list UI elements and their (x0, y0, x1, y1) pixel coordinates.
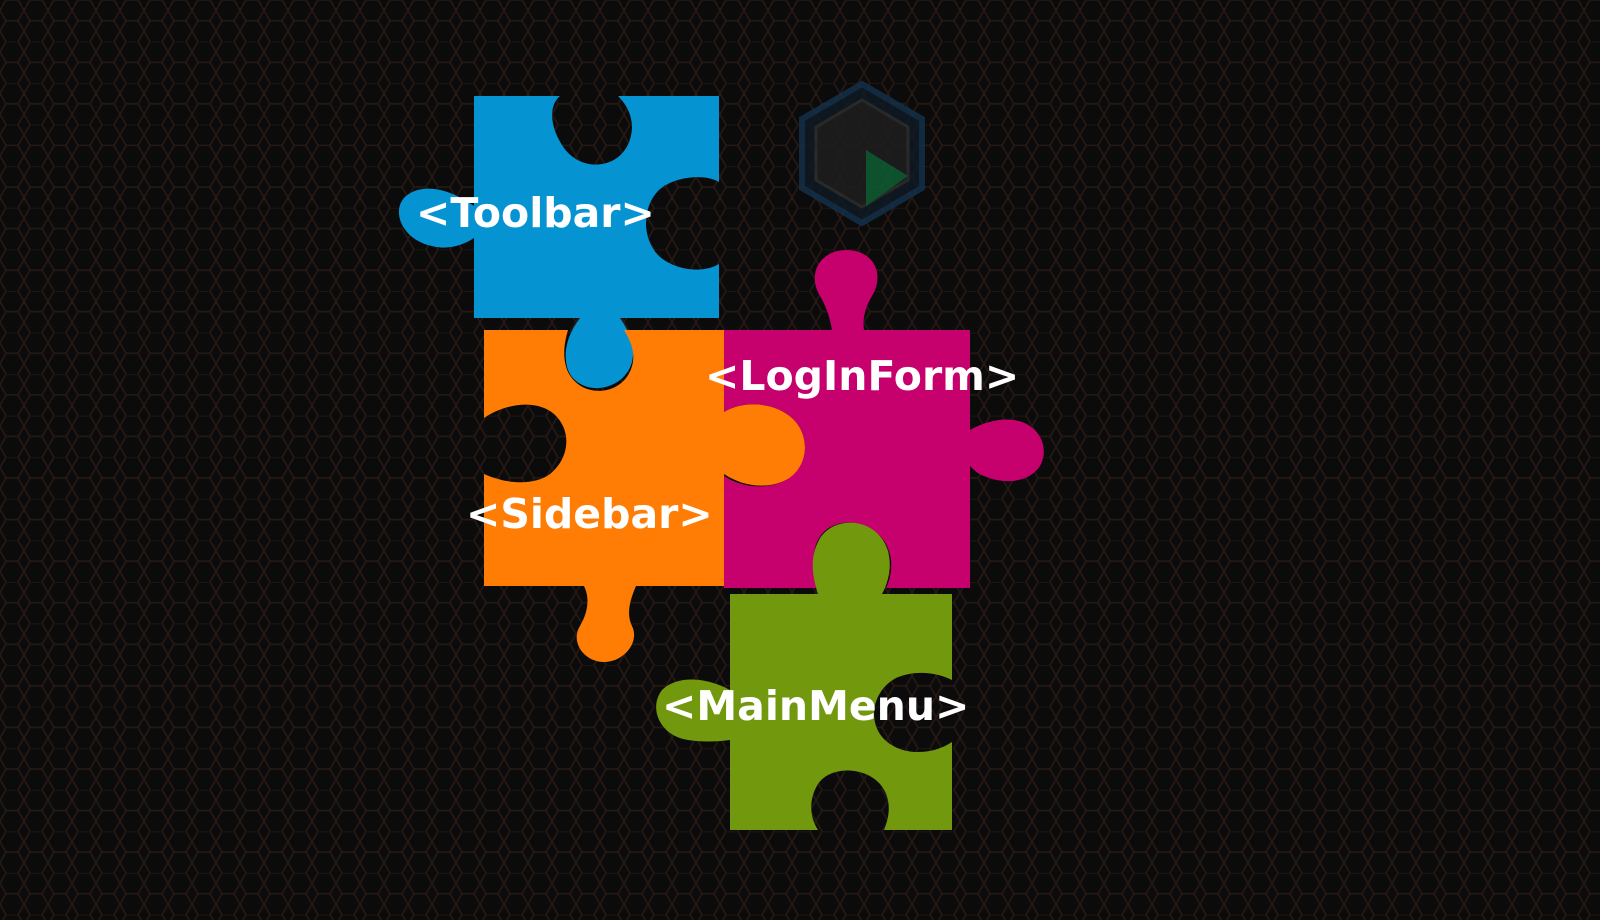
toolbar-label: <Toolbar> (416, 189, 655, 237)
mainmenu-label: <MainMenu> (662, 682, 969, 730)
loginform-puzzle-piece (724, 250, 1044, 588)
loginform-label: <LogInForm> (705, 352, 1019, 400)
hexagon-play-logo-icon (799, 80, 925, 227)
sidebar-puzzle-piece (484, 330, 805, 662)
mainmenu-puzzle-piece (656, 522, 952, 830)
sidebar-label: <Sidebar> (466, 490, 713, 538)
toolbar-puzzle-piece (398, 96, 719, 389)
